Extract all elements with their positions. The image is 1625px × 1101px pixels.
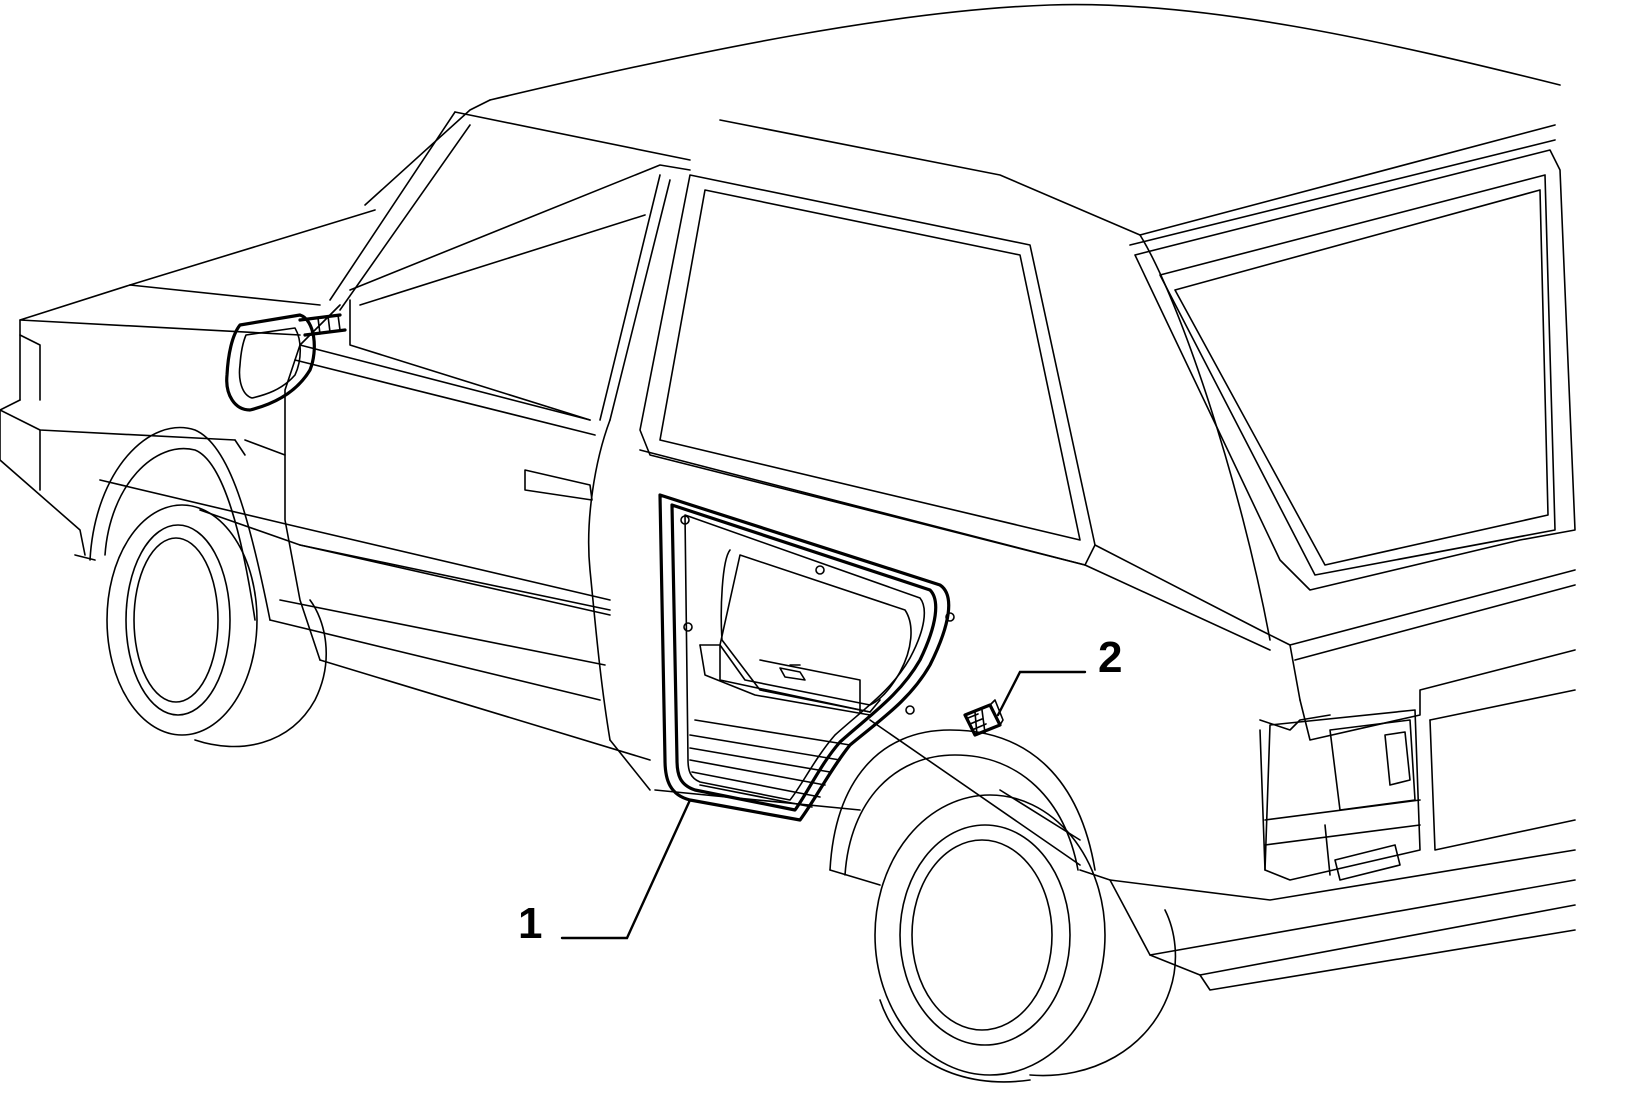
- trim-clip: [963, 699, 1004, 737]
- callout-label-1: 1: [518, 899, 542, 948]
- leader-line-2: [996, 670, 1087, 717]
- leader-line-1: [560, 798, 692, 940]
- callout-label-2: 2: [1098, 633, 1122, 682]
- car-body: [0, 3, 1576, 1083]
- door-trim-panel: [658, 493, 955, 822]
- leader-lines: [560, 670, 1087, 940]
